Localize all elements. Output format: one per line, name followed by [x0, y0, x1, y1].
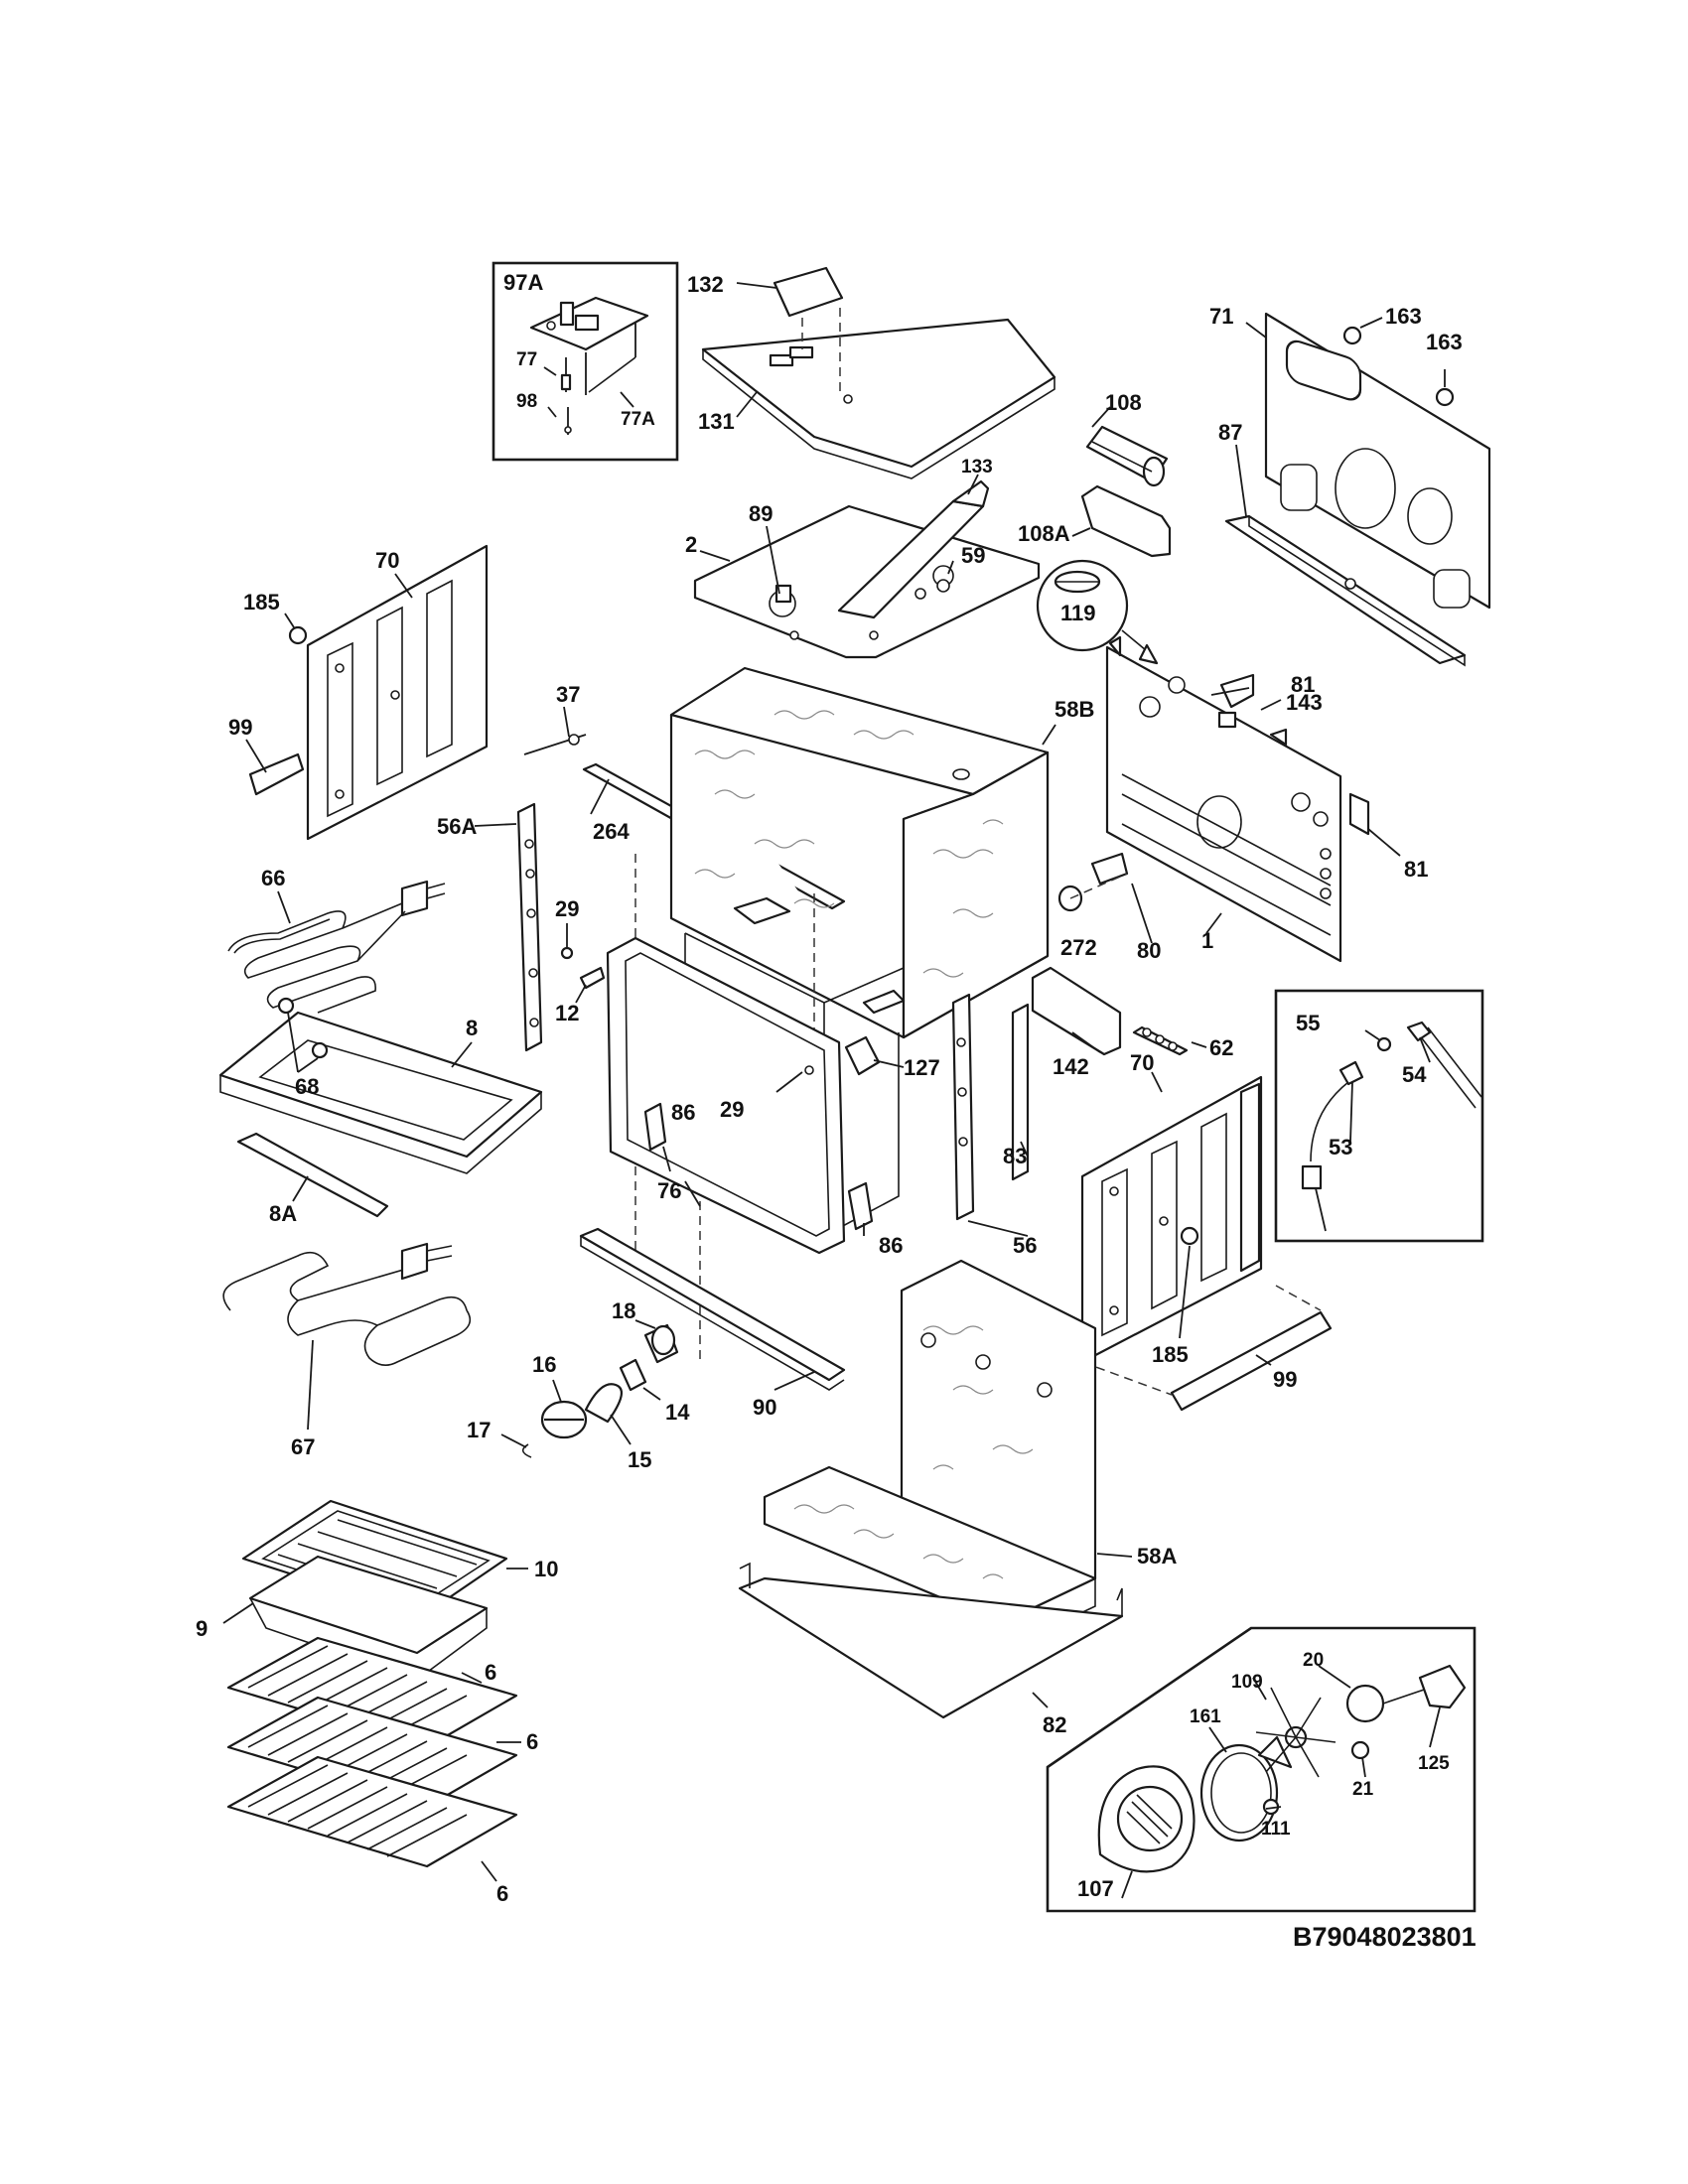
callout-81-top: 81 [1291, 672, 1315, 697]
oven-cavity-lower [738, 1259, 1133, 1719]
callout-62: 62 [1209, 1035, 1233, 1060]
callout-272: 272 [1060, 935, 1097, 960]
bake-element [222, 1242, 472, 1431]
callout-143: 143 [1286, 690, 1323, 715]
callout-107: 107 [1077, 1876, 1114, 1901]
control-board-inset [492, 261, 679, 462]
callout-80: 80 [1137, 938, 1161, 963]
callout-29-left: 29 [555, 896, 579, 921]
callout-111: 111 [1261, 1819, 1291, 1840]
callout-185-left: 185 [243, 590, 280, 614]
small-fasteners-left [560, 923, 606, 1004]
callout-10: 10 [534, 1557, 558, 1581]
callout-86-right: 86 [879, 1233, 903, 1258]
callout-56A: 56A [437, 814, 477, 839]
callout-12: 12 [555, 1001, 579, 1025]
callout-1: 1 [1201, 928, 1213, 953]
callout-109: 109 [1231, 1672, 1263, 1693]
callout-58B: 58B [1055, 697, 1094, 722]
door-inner-frame [606, 936, 905, 1255]
callout-16: 16 [532, 1352, 556, 1377]
cavity-back-panel [1057, 635, 1401, 963]
callout-86-left: 86 [671, 1100, 695, 1125]
callout-18: 18 [612, 1298, 635, 1323]
callout-8A: 8A [269, 1201, 297, 1226]
callout-55: 55 [1296, 1011, 1320, 1035]
callout-37: 37 [556, 682, 580, 707]
callout-17: 17 [467, 1418, 491, 1442]
callout-14: 14 [665, 1400, 690, 1425]
callout-8: 8 [466, 1016, 478, 1040]
callout-161: 161 [1190, 1706, 1221, 1727]
callout-97A: 97A [503, 270, 543, 295]
callout-132: 132 [687, 272, 724, 297]
callout-131: 131 [698, 409, 735, 434]
callout-82: 82 [1043, 1712, 1066, 1737]
cooling-blower [1071, 406, 1172, 558]
callout-142: 142 [1053, 1054, 1089, 1079]
upper-mount-plate [693, 474, 1041, 659]
callout-90: 90 [753, 1395, 776, 1420]
callout-53: 53 [1329, 1135, 1352, 1160]
callout-9: 9 [196, 1616, 208, 1641]
callout-59: 59 [961, 543, 985, 568]
callout-67: 67 [291, 1434, 315, 1459]
oven-cavity-upper [634, 666, 1056, 1360]
oven-racks [226, 1636, 521, 1882]
callout-21: 21 [1352, 1779, 1374, 1800]
thermostat-detail [1036, 559, 1159, 665]
callout-6-top: 6 [485, 1660, 496, 1685]
callout-99-left: 99 [228, 715, 252, 740]
oven-lamp-assembly [500, 1319, 679, 1458]
callout-15: 15 [628, 1447, 651, 1472]
callout-2: 2 [685, 532, 697, 557]
callout-127: 127 [904, 1055, 940, 1080]
broiler-pan [222, 1499, 528, 1681]
callout-77A: 77A [621, 409, 655, 430]
broil-element [227, 880, 446, 1014]
callout-108: 108 [1105, 390, 1142, 415]
callout-89: 89 [749, 501, 773, 526]
callout-264: 264 [593, 819, 630, 844]
left-side-panel [245, 544, 489, 841]
callout-81-bottom: 81 [1404, 857, 1428, 882]
callout-20: 20 [1303, 1650, 1324, 1671]
callout-54: 54 [1402, 1062, 1427, 1087]
convection-fan-inset [1046, 1626, 1477, 1913]
callout-68: 68 [295, 1074, 319, 1099]
callout-77: 77 [516, 349, 537, 370]
callout-labels: 97A 77 77A 98 132 131 133 2 89 59 108 10… [196, 270, 1463, 1906]
callout-163-right: 163 [1426, 330, 1463, 354]
callout-185-right: 185 [1152, 1342, 1189, 1367]
front-trims [951, 966, 1207, 1237]
callout-76: 76 [657, 1178, 681, 1203]
callout-29-door: 29 [720, 1097, 744, 1122]
callout-70-right: 70 [1130, 1050, 1154, 1075]
callout-6-bottom: 6 [496, 1881, 508, 1906]
rear-panel [1224, 312, 1491, 667]
callout-125: 125 [1418, 1753, 1450, 1774]
callout-133: 133 [961, 457, 993, 478]
right-side-panel [1080, 1071, 1333, 1412]
top-cover-assembly [701, 266, 1056, 479]
diagram-id: B79048023801 [1293, 1922, 1477, 1952]
callout-99-right: 99 [1273, 1367, 1297, 1392]
callout-108A: 108A [1018, 521, 1070, 546]
callout-119: 119 [1060, 601, 1096, 625]
callout-98: 98 [516, 391, 537, 412]
sensor-inset [1274, 989, 1484, 1243]
callout-6-middle: 6 [526, 1729, 538, 1754]
callout-163-top: 163 [1385, 304, 1422, 329]
left-rack-support [474, 802, 543, 1052]
callout-70-left: 70 [375, 548, 399, 573]
callout-66: 66 [261, 866, 285, 890]
callout-87: 87 [1218, 420, 1242, 445]
callout-58A: 58A [1137, 1544, 1177, 1569]
callout-56: 56 [1013, 1233, 1037, 1258]
callout-83: 83 [1003, 1144, 1027, 1168]
drip-tray-panel [218, 997, 543, 1218]
callout-71: 71 [1209, 304, 1233, 329]
lower-front-trim [579, 1227, 846, 1391]
